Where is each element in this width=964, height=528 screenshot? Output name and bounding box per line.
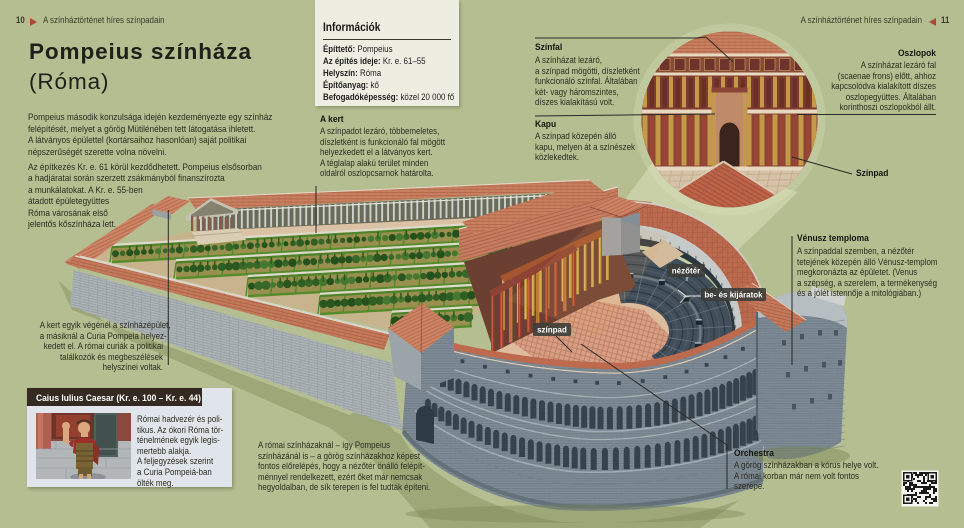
svg-text:színpad: színpad (537, 326, 567, 335)
svg-text:nézőtér: nézőtér (672, 267, 700, 276)
svg-text:be- és kijáratok: be- és kijáratok (704, 291, 763, 300)
